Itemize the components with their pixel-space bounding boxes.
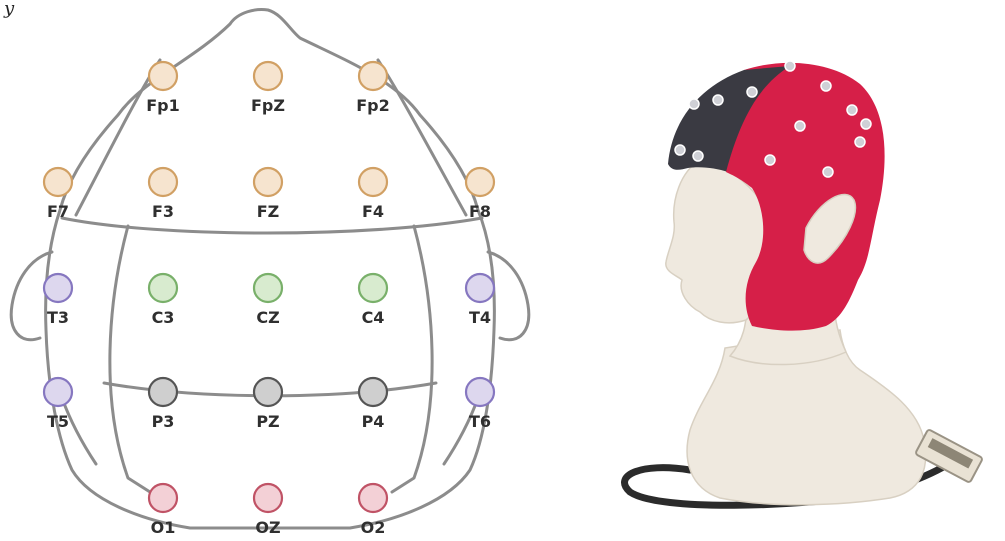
electrode-label-fp2: Fp2 bbox=[356, 96, 390, 115]
cap-electrode bbox=[765, 155, 775, 165]
cap-electrode bbox=[693, 151, 703, 161]
electrode-p4 bbox=[359, 378, 387, 406]
cap-electrode bbox=[689, 99, 699, 109]
cap-electrode bbox=[747, 87, 757, 97]
electrode-label-t6: T6 bbox=[469, 412, 491, 431]
electrode-o1 bbox=[149, 484, 177, 512]
electrode-label-c4: C4 bbox=[362, 308, 385, 327]
cap-electrode bbox=[795, 121, 805, 131]
cap-electrode bbox=[713, 95, 723, 105]
electrode-label-o1: O1 bbox=[151, 518, 176, 537]
electrode-label-fpz: FpZ bbox=[251, 96, 285, 115]
electrode-f8 bbox=[466, 168, 494, 196]
electrode-label-cz: CZ bbox=[256, 308, 279, 327]
electrode-label-fp1: Fp1 bbox=[146, 96, 180, 115]
cap-electrode bbox=[855, 137, 865, 147]
electrode-label-f4: F4 bbox=[362, 202, 384, 221]
electrode-label-c3: C3 bbox=[152, 308, 175, 327]
eeg-cap-photo bbox=[625, 61, 983, 505]
electrode-label-f3: F3 bbox=[152, 202, 174, 221]
electrode-set: Fp1 FpZ Fp2F7 F3 FZ F4 F8T3 C3 CZ C4 T4T5 P3 PZ P4 T6O… bbox=[44, 62, 494, 537]
electrode-label-t5: T5 bbox=[47, 412, 69, 431]
cap-electrode bbox=[847, 105, 857, 115]
electrode-pz bbox=[254, 378, 282, 406]
cap-electrode bbox=[675, 145, 685, 155]
electrode-label-t3: T3 bbox=[47, 308, 69, 327]
electrode-c3 bbox=[149, 274, 177, 302]
electrode-f3 bbox=[149, 168, 177, 196]
electrode-fz bbox=[254, 168, 282, 196]
electrode-t6 bbox=[466, 378, 494, 406]
cap-electrode bbox=[821, 81, 831, 91]
electrode-label-t4: T4 bbox=[469, 308, 491, 327]
electrode-label-f8: F8 bbox=[469, 202, 491, 221]
front-sagittal-curve-right bbox=[378, 60, 466, 215]
electrode-fp2 bbox=[359, 62, 387, 90]
parasagittal-line-left bbox=[110, 226, 150, 492]
electrode-fp1 bbox=[149, 62, 177, 90]
electrode-p3 bbox=[149, 378, 177, 406]
electrode-o2 bbox=[359, 484, 387, 512]
electrode-label-fz: FZ bbox=[257, 202, 280, 221]
electrode-fpz bbox=[254, 62, 282, 90]
electrode-label-oz: OZ bbox=[255, 518, 280, 537]
cap-electrode bbox=[785, 61, 795, 71]
electrode-c4 bbox=[359, 274, 387, 302]
electrode-label-o2: O2 bbox=[361, 518, 386, 537]
caption-fragment: y bbox=[3, 0, 15, 19]
temporal-line-right bbox=[444, 398, 478, 464]
parasagittal-line-right bbox=[392, 226, 432, 492]
cap-electrode bbox=[823, 167, 833, 177]
electrode-t5 bbox=[44, 378, 72, 406]
electrode-t4 bbox=[466, 274, 494, 302]
electrode-oz bbox=[254, 484, 282, 512]
electrode-f7 bbox=[44, 168, 72, 196]
electrode-label-pz: PZ bbox=[256, 412, 279, 431]
electrode-diagram: Fp1 FpZ Fp2F7 F3 FZ F4 F8T3 C3 CZ C4 T4T5 P3 PZ P4 T6O… bbox=[11, 10, 529, 537]
electrode-label-f7: F7 bbox=[47, 202, 69, 221]
electrode-t3 bbox=[44, 274, 72, 302]
electrode-label-p4: P4 bbox=[362, 412, 385, 431]
cap-electrode bbox=[861, 119, 871, 129]
electrode-cz bbox=[254, 274, 282, 302]
front-sagittal-curve bbox=[76, 60, 160, 215]
electrode-label-p3: P3 bbox=[152, 412, 175, 431]
electrode-f4 bbox=[359, 168, 387, 196]
